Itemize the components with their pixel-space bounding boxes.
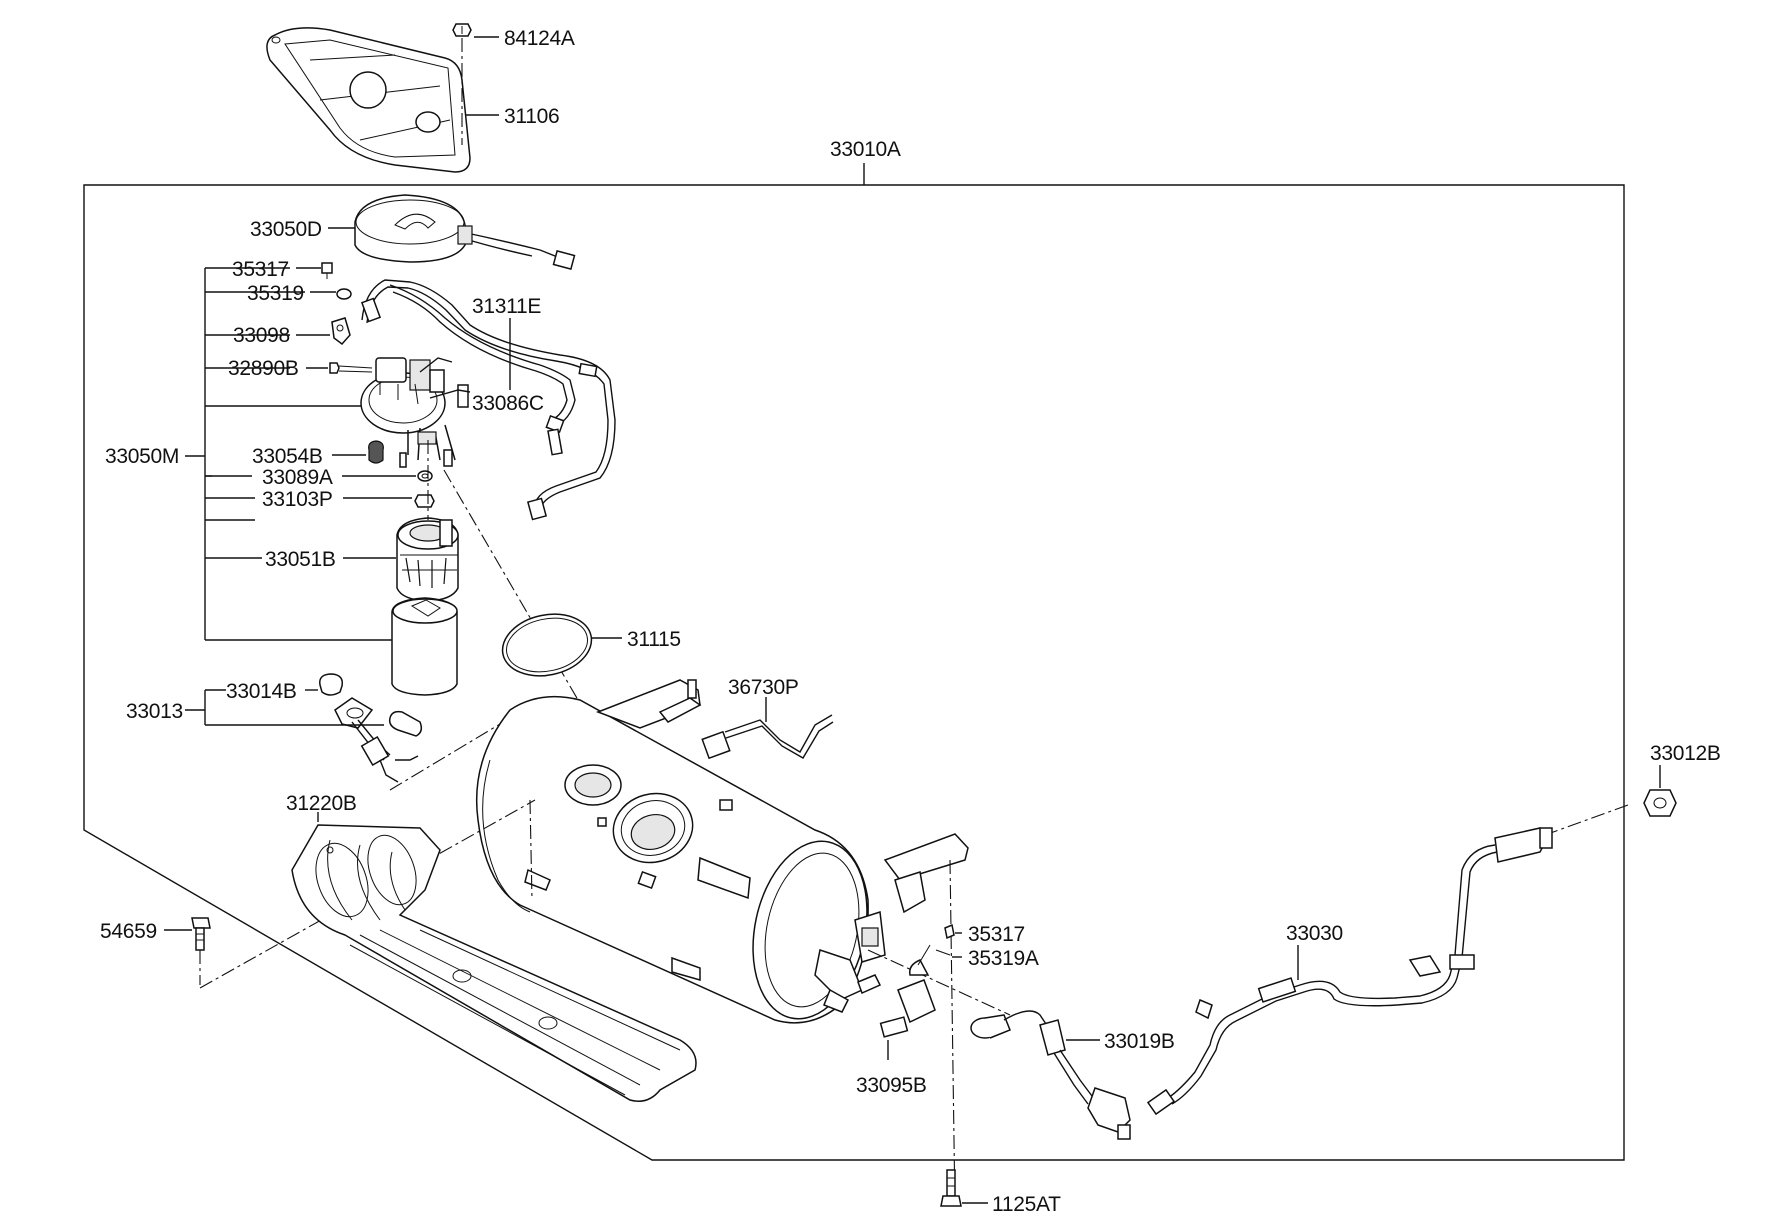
screw-35317-low: [944, 923, 955, 940]
skid-plate: [291, 824, 697, 1102]
callout-33050D: 33050D: [250, 218, 322, 241]
callout-31106: 31106: [504, 105, 560, 128]
callout-33050M: 33050M: [105, 445, 180, 468]
pump-cover: [354, 194, 576, 271]
fuel-lines: [360, 279, 616, 521]
assembly-frame: [83, 184, 1625, 1161]
bolt-1125AT: [940, 1169, 962, 1207]
sensor-33095B: [879, 944, 936, 1038]
callout-33103P: 33103P: [262, 488, 333, 511]
oring-35319: [336, 288, 352, 300]
callout-33098: 33098: [233, 324, 290, 347]
fuel-sender-33013: [319, 673, 423, 783]
grommet-33054B: [368, 440, 384, 464]
callout-35319A: 35319A: [968, 947, 1039, 970]
callout-33054B: 33054B: [252, 445, 323, 468]
callout-33051B: 33051B: [265, 548, 336, 571]
callout-35317-low: 35317: [968, 923, 1025, 946]
callout-33095B: 33095B: [856, 1074, 927, 1097]
bolt-54659: [191, 917, 211, 951]
callout-31311E: 31311E: [472, 295, 542, 318]
tank-oring-31115: [501, 613, 593, 677]
callout-33013: 33013: [126, 700, 183, 723]
callout-36730P: 36730P: [728, 676, 799, 699]
clamp-33098: [331, 317, 351, 346]
callout-54659: 54659: [100, 920, 157, 943]
callout-33030: 33030: [1286, 922, 1343, 945]
nut-33103P: [414, 494, 435, 508]
washer-33089A: [417, 470, 433, 482]
callout-31115: 31115: [627, 628, 681, 651]
callout-33086C: 33086C: [472, 392, 544, 415]
callout-32890B: 32890B: [228, 357, 299, 380]
nut-33012B: [1643, 789, 1677, 817]
callout-33014B: 33014B: [226, 680, 297, 703]
bolt-32890B: [329, 362, 373, 374]
cover-plate: [266, 27, 471, 173]
fuel-filter-canister: [391, 597, 458, 696]
callout-31220B: 31220B: [286, 792, 357, 815]
pump-module-flange: [360, 357, 471, 468]
callout-33010A: 33010A: [830, 138, 901, 161]
callout-35317-top: 35317: [232, 258, 289, 281]
callout-33019B: 33019B: [1104, 1030, 1175, 1053]
harness-36730P: [701, 714, 834, 760]
assembly-bracket-33050M: [185, 267, 395, 641]
hose-assembly-33030: [1146, 827, 1553, 1116]
oring-35319A: [935, 949, 951, 956]
screw-35317-top: [321, 262, 333, 279]
fuel-tank: [475, 679, 969, 1024]
valve-33019B: [970, 1010, 1131, 1140]
nut-84124A: [452, 23, 472, 37]
callout-35319: 35319: [247, 282, 304, 305]
fuel-pump-motor: [396, 517, 459, 602]
callout-33012B: 33012B: [1650, 742, 1721, 765]
callout-1125AT: 1125AT: [992, 1193, 1061, 1216]
callout-33089A: 33089A: [262, 466, 333, 489]
callout-84124A: 84124A: [504, 27, 575, 50]
